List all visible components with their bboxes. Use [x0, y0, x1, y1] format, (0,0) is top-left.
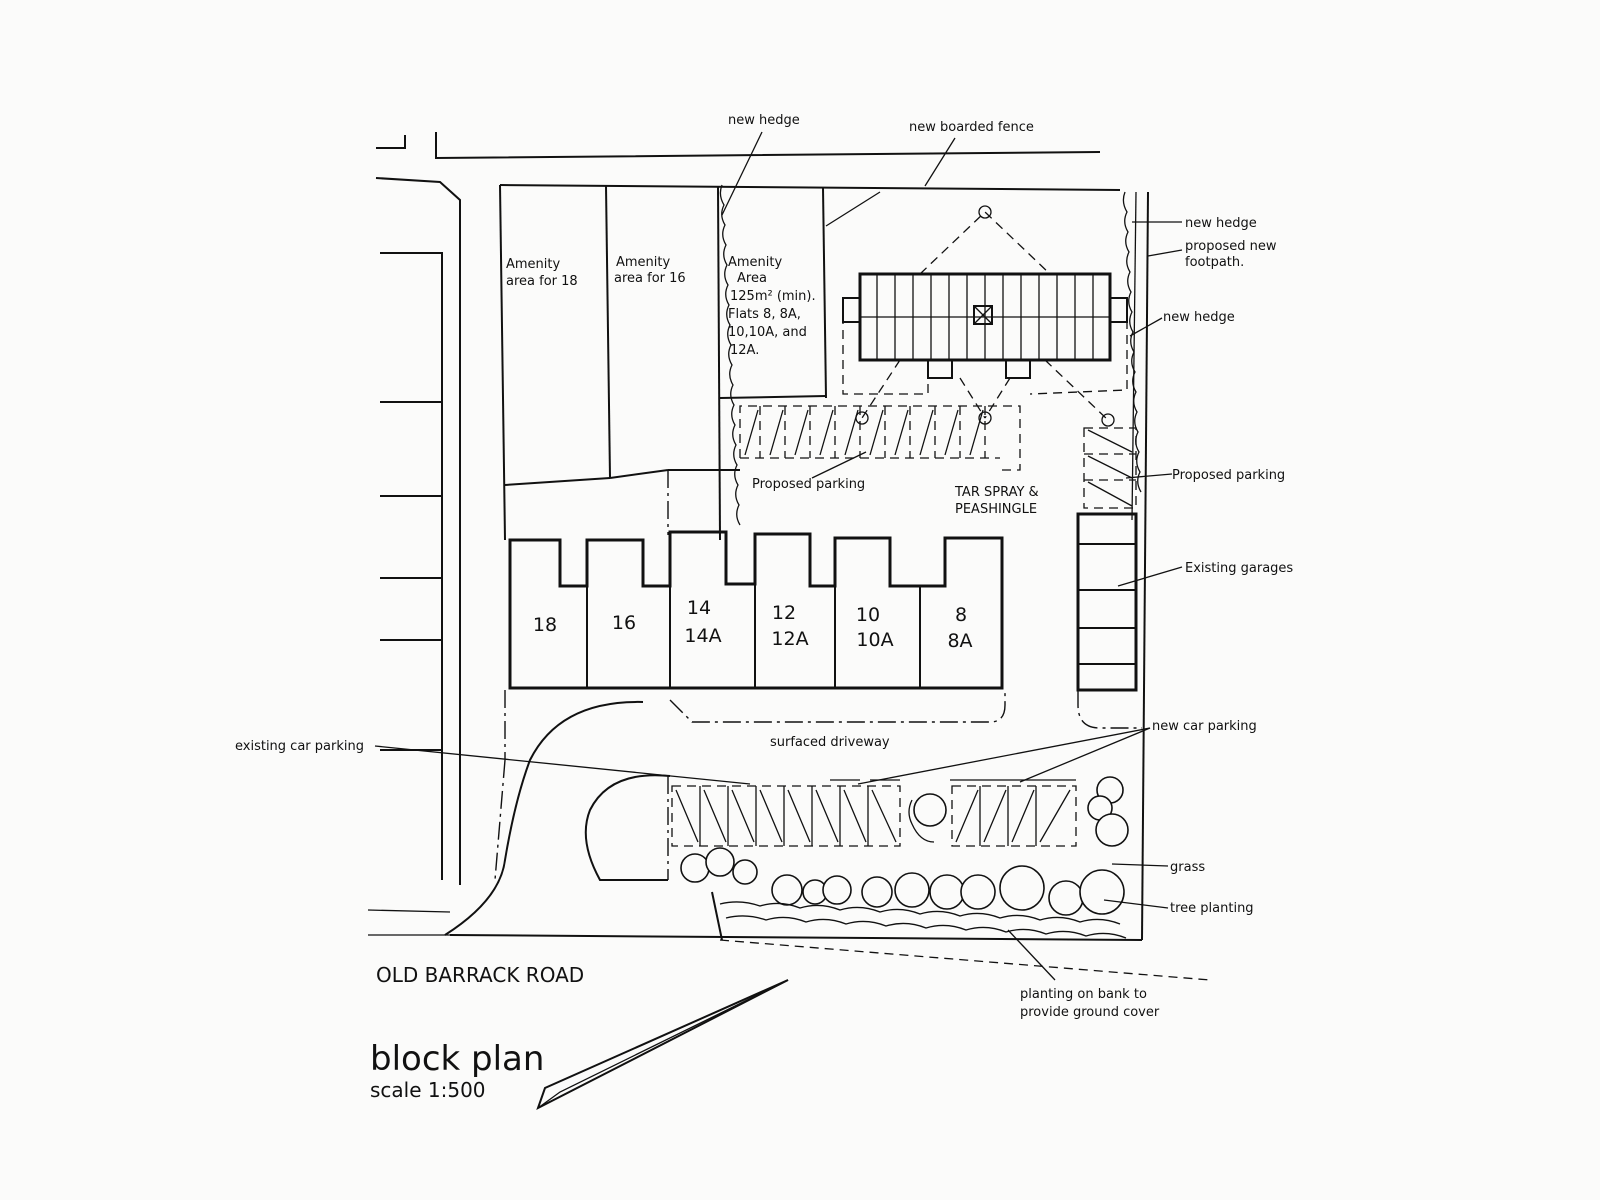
label-amenity-flats-1: Amenity: [728, 255, 783, 270]
label-amenity-flats-3: 125m² (min).: [730, 289, 816, 304]
left-plot-lines: [380, 252, 443, 880]
label-existing-car-parking: existing car parking: [235, 739, 364, 754]
existing-garages-block: [1076, 512, 1138, 692]
label-tree-planting: tree planting: [1170, 901, 1254, 916]
label-amenity-flats-2: Area: [737, 271, 767, 286]
label-new-car-parking: new car parking: [1152, 719, 1257, 734]
drawing-title: block plan: [370, 1039, 544, 1079]
road-name: OLD BARRACK ROAD: [376, 963, 584, 987]
unit-10-line-2: 10A: [856, 629, 893, 651]
driveway: [367, 690, 1211, 981]
unit-14-line-1: 14: [687, 597, 711, 619]
label-amenity-18-1: Amenity: [506, 257, 561, 272]
label-proposed-parking-right: Proposed parking: [1172, 468, 1285, 483]
label-surfaced-driveway: surfaced driveway: [770, 735, 890, 750]
label-existing-garages: Existing garages: [1185, 561, 1293, 576]
top-road-edges: [375, 132, 1121, 885]
label-proposed-parking-center: Proposed parking: [752, 477, 865, 492]
hard-standing: [504, 470, 669, 760]
leader-lines: [374, 131, 1183, 981]
label-amenity-16-2: area for 16: [614, 271, 686, 286]
label-amenity-16-1: Amenity: [616, 255, 671, 270]
label-proposed-footpath-2: footpath.: [1185, 255, 1244, 270]
label-new-hedge-top: new hedge: [728, 113, 800, 128]
label-planting-bank-2: provide ground cover: [1020, 1005, 1160, 1020]
label-amenity-flats-5: 10,10A, and: [728, 325, 807, 340]
unit-14-line-2: 14A: [684, 625, 721, 647]
annotations: new hedge new boarded fence new hedge pr…: [235, 113, 1293, 1102]
proposed-parking-center: [739, 405, 1021, 471]
unit-10-line-1: 10: [856, 604, 880, 626]
unit-16-line-1: 16: [612, 612, 636, 634]
unit-8-line-1: 8: [955, 604, 967, 626]
label-planting-bank-1: planting on bank to: [1020, 987, 1147, 1002]
label-new-hedge-right-2: new hedge: [1163, 310, 1235, 325]
unit-12-line-1: 12: [772, 602, 796, 624]
label-amenity-flats-6: 12A.: [730, 343, 759, 358]
unit-8-line-2: 8A: [947, 630, 972, 652]
label-grass: grass: [1170, 860, 1205, 875]
label-tar-spray-1: TAR SPRAY &: [954, 485, 1039, 500]
unit-18-line-1: 18: [533, 614, 557, 636]
tree-planting: [680, 776, 1129, 939]
label-amenity-18-2: area for 18: [506, 274, 578, 289]
label-proposed-footpath-1: proposed new: [1185, 239, 1277, 254]
drawing-scale: scale 1:500: [370, 1078, 486, 1102]
north-arrow: [536, 979, 789, 1111]
label-amenity-flats-4: Flats 8, 8A,: [728, 307, 801, 322]
proposed-parking-right: [1083, 427, 1137, 509]
label-new-boarded-fence: new boarded fence: [909, 120, 1034, 135]
label-tar-spray-2: PEASHINGLE: [955, 502, 1037, 517]
label-new-hedge-right-1: new hedge: [1185, 216, 1257, 231]
amenity-boundaries: [499, 184, 827, 541]
unit-12-line-2: 12A: [771, 628, 808, 650]
flats-block: [842, 205, 1128, 427]
housing-terrace: [508, 530, 1004, 690]
new-car-parking: [671, 779, 1077, 847]
